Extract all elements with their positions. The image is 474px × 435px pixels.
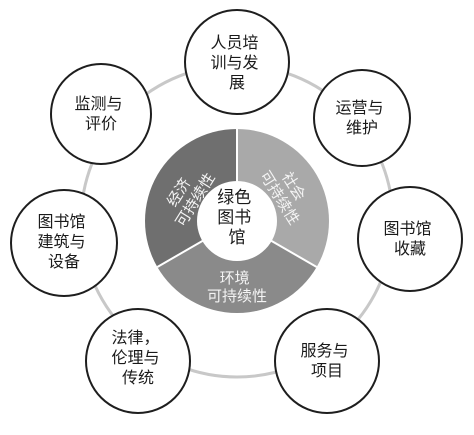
svg-text:图书馆 收藏: 图书馆 收藏	[383, 219, 436, 258]
node-library-collection: 图书馆 收藏	[357, 186, 463, 292]
node-monitoring-evaluation: 监测与 评价	[50, 63, 152, 165]
node-operation-maintenance: 运营与 维护	[313, 69, 411, 167]
svg-text:服务与 项目: 服务与 项目	[300, 341, 353, 380]
svg-text:运营与 维护: 运营与 维护	[335, 98, 388, 137]
node-services-projects: 服务与 项目	[274, 308, 380, 414]
center-label: 绿色 图书 馆	[217, 188, 256, 248]
sustainability-pie: 经济 可持续性 社会 可持续性 环境 可持续性 绿色 图书 馆	[145, 129, 329, 313]
svg-text:监测与 评价: 监测与 评价	[74, 94, 127, 133]
svg-text:图书馆 建筑与 设备: 图书馆 建筑与 设备	[37, 212, 90, 271]
center-disc	[197, 181, 277, 261]
svg-text:人员培 训与发 展: 人员培 训与发 展	[210, 33, 263, 92]
segment-environmental	[157, 221, 317, 313]
node-personnel-training: 人员培 训与发 展	[184, 9, 290, 115]
node-library-building-equipment: 图书馆 建筑与 设备	[10, 189, 118, 297]
svg-text:法律， 伦理与 传统: 法律， 伦理与 传统	[111, 328, 164, 387]
node-law-ethics-tradition: 法律， 伦理与 传统	[85, 308, 191, 414]
segment-label-environmental: 环境 可持续性	[207, 269, 267, 305]
